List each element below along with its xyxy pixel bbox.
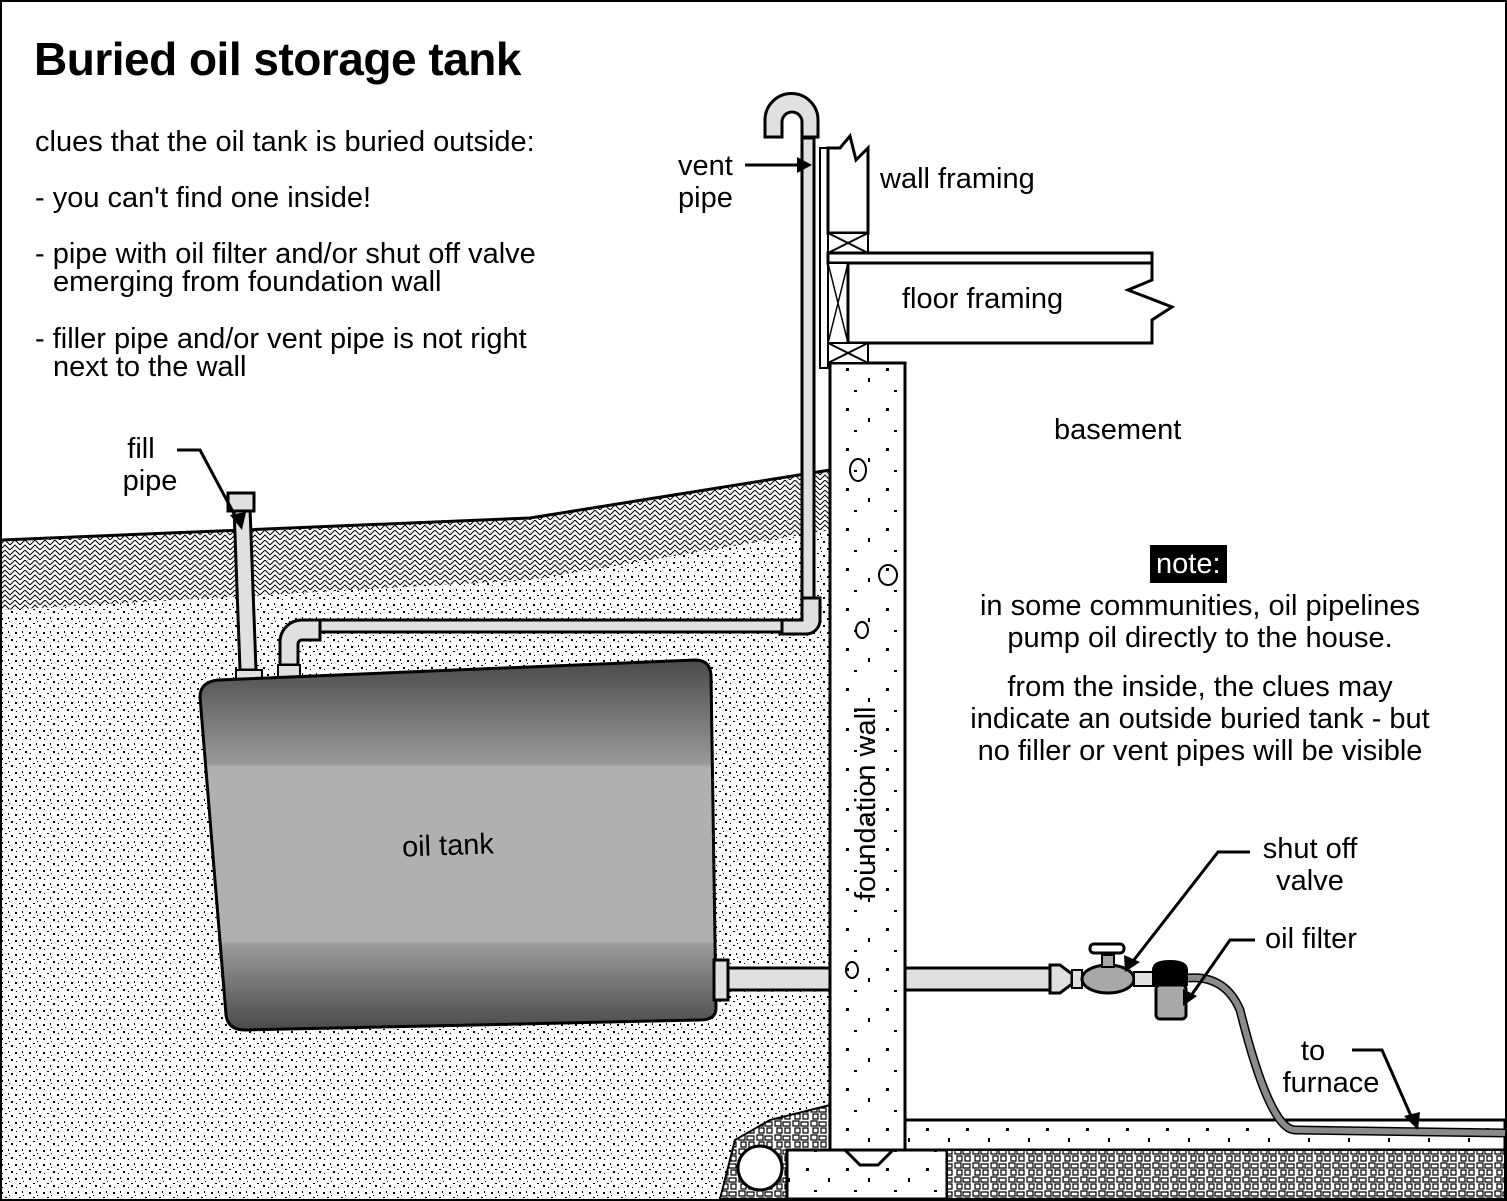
valve-leader	[1128, 850, 1250, 966]
note-line: no filler or vent pipes will be visible	[977, 735, 1423, 767]
label-line: fill	[127, 433, 155, 465]
label-line: pipe	[122, 465, 178, 497]
note-line: from the inside, the clues may	[1007, 671, 1393, 703]
basement-label: basement	[1054, 414, 1182, 446]
tank-outlet	[712, 958, 730, 1002]
vent-pipe-label: vent pipe	[678, 150, 733, 214]
clue-line: - pipe with oil filter and/or shut off v…	[35, 238, 536, 270]
wall-stud	[826, 132, 870, 235]
oil-tank	[198, 658, 718, 1032]
note-line: indicate an outside buried tank - but	[970, 703, 1430, 735]
oil-filter-head	[1152, 960, 1188, 986]
clue-line: emerging from foundation wall	[53, 266, 442, 298]
clue-item: - pipe with oil filter and/or shut off v…	[35, 238, 536, 298]
oil-filter	[1154, 983, 1188, 1021]
shut-off-valve-label: shut off valve	[1250, 833, 1370, 897]
supply-pipe-outside	[726, 966, 832, 992]
fill-leader	[177, 448, 242, 526]
foundation-wall	[828, 361, 907, 1152]
clues-heading: clues that the oil tank is buried outsid…	[35, 126, 535, 158]
note-line: pump oil directly to the house.	[1007, 622, 1393, 654]
label-line: pipe	[678, 182, 733, 214]
union-fitting	[1048, 963, 1074, 995]
label-line: furnace	[1282, 1067, 1380, 1099]
vent-pipe	[800, 136, 816, 610]
note-paragraph: in some communities, oil pipelines pump …	[930, 590, 1470, 654]
furnace-leader	[1352, 1048, 1417, 1126]
page-title: Buried oil storage tank	[34, 33, 521, 85]
label-line: valve	[1276, 865, 1344, 897]
topsoil	[2, 470, 830, 610]
floor-joist	[846, 261, 1176, 345]
filter-leader	[1186, 938, 1255, 1001]
wall-framing-label: wall framing	[880, 163, 1035, 195]
note-line: in some communities, oil pipelines	[979, 590, 1421, 622]
note-paragraph: from the inside, the clues may indicate …	[930, 671, 1470, 767]
fill-pipe-label: fill pipe	[118, 433, 182, 497]
vent-riser-elbow	[278, 618, 322, 667]
label-line: shut off	[1262, 833, 1358, 865]
footing	[785, 1148, 949, 1201]
label-line: to	[1300, 1035, 1326, 1067]
to-furnace-label: to furnace	[1272, 1035, 1390, 1099]
foundation-wall-label: foundation wall	[850, 706, 882, 900]
oil-filter-label: oil filter	[1265, 923, 1357, 955]
note-badge: note:	[1150, 545, 1227, 583]
slab-gravel	[946, 1149, 1506, 1200]
valve-handle	[1088, 942, 1126, 955]
clue-item: - filler pipe and/or vent pipe is not ri…	[35, 323, 527, 383]
oil-tank-label: oil tank	[401, 828, 495, 864]
floor-framing-label: floor framing	[902, 283, 1064, 315]
label-line: vent	[678, 150, 733, 182]
clue-line: - filler pipe and/or vent pipe is not ri…	[35, 323, 527, 355]
drain-tile	[736, 1144, 784, 1192]
vent-cap	[763, 92, 820, 139]
vent-pipe-horizontal	[318, 618, 784, 634]
supply-pipe-inside	[903, 966, 1055, 992]
clue-line: next to the wall	[53, 351, 247, 383]
clue-item: - you can't find one inside!	[35, 182, 372, 214]
